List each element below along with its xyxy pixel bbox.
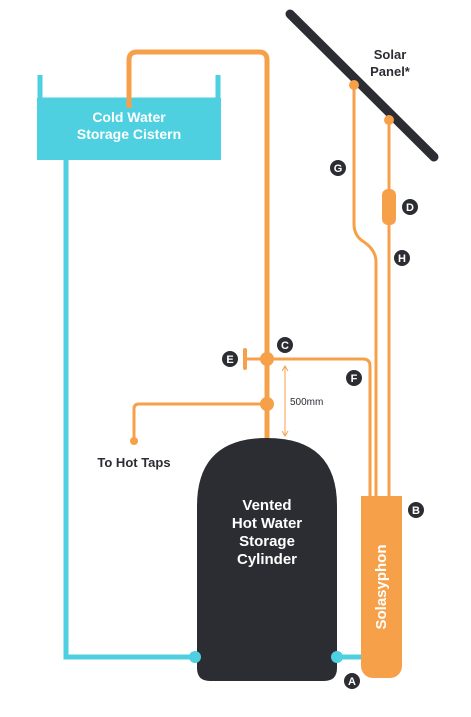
- solasyphon: [361, 496, 402, 678]
- svg-text:D: D: [406, 202, 414, 214]
- badge-h: H: [394, 250, 410, 266]
- panel-connection-g: [349, 80, 359, 90]
- solasyphon-label: Solasyphon: [373, 544, 390, 629]
- solar-loop-g: [352, 85, 378, 498]
- svg-text:H: H: [398, 253, 406, 265]
- badge-a: A: [344, 673, 360, 689]
- cold-water-cistern: [37, 75, 221, 160]
- cylinder-label-line3: Storage: [239, 533, 295, 550]
- vent-pipe: [126, 49, 270, 438]
- flow-pipe-f: [267, 357, 372, 498]
- svg-text:E: E: [226, 354, 233, 366]
- cold-inlet-dot: [189, 651, 201, 663]
- junction-c: [260, 352, 274, 366]
- hot-taps-label: To Hot Taps: [97, 455, 170, 470]
- cylinder-label-line1: Vented: [242, 497, 291, 514]
- solar-panel-label-line2: Panel*: [370, 64, 411, 79]
- hot-water-cylinder: [197, 438, 337, 681]
- badge-b: B: [408, 502, 424, 518]
- badge-g: G: [330, 160, 346, 176]
- measurement-500mm: [281, 365, 289, 437]
- measurement-label: 500mm: [290, 397, 323, 408]
- badge-c: C: [277, 337, 293, 353]
- solar-panel: [285, 9, 439, 162]
- cistern-label-line2: Storage Cistern: [77, 126, 181, 142]
- cold-feed-pipe: [63, 155, 195, 660]
- cistern-label-line1: Cold Water: [92, 109, 166, 125]
- badge-e: E: [222, 351, 238, 367]
- solar-panel-label-line1: Solar: [374, 47, 407, 62]
- hot-tap-outlet-dot: [130, 437, 138, 445]
- component-d: [382, 189, 396, 225]
- solasyphon-return-dot: [331, 651, 343, 663]
- svg-text:B: B: [412, 505, 420, 517]
- svg-text:C: C: [281, 340, 289, 352]
- hot-tap-pipe: [132, 402, 267, 440]
- svg-text:G: G: [334, 163, 343, 175]
- svg-text:A: A: [348, 676, 356, 688]
- cylinder-label-line4: Cylinder: [237, 551, 297, 568]
- junction-hot-tap: [260, 397, 274, 411]
- badge-f: F: [346, 370, 362, 386]
- panel-connection-h: [384, 115, 394, 125]
- badge-d: D: [402, 199, 418, 215]
- svg-text:F: F: [351, 373, 358, 385]
- cylinder-label-line2: Hot Water: [232, 515, 302, 532]
